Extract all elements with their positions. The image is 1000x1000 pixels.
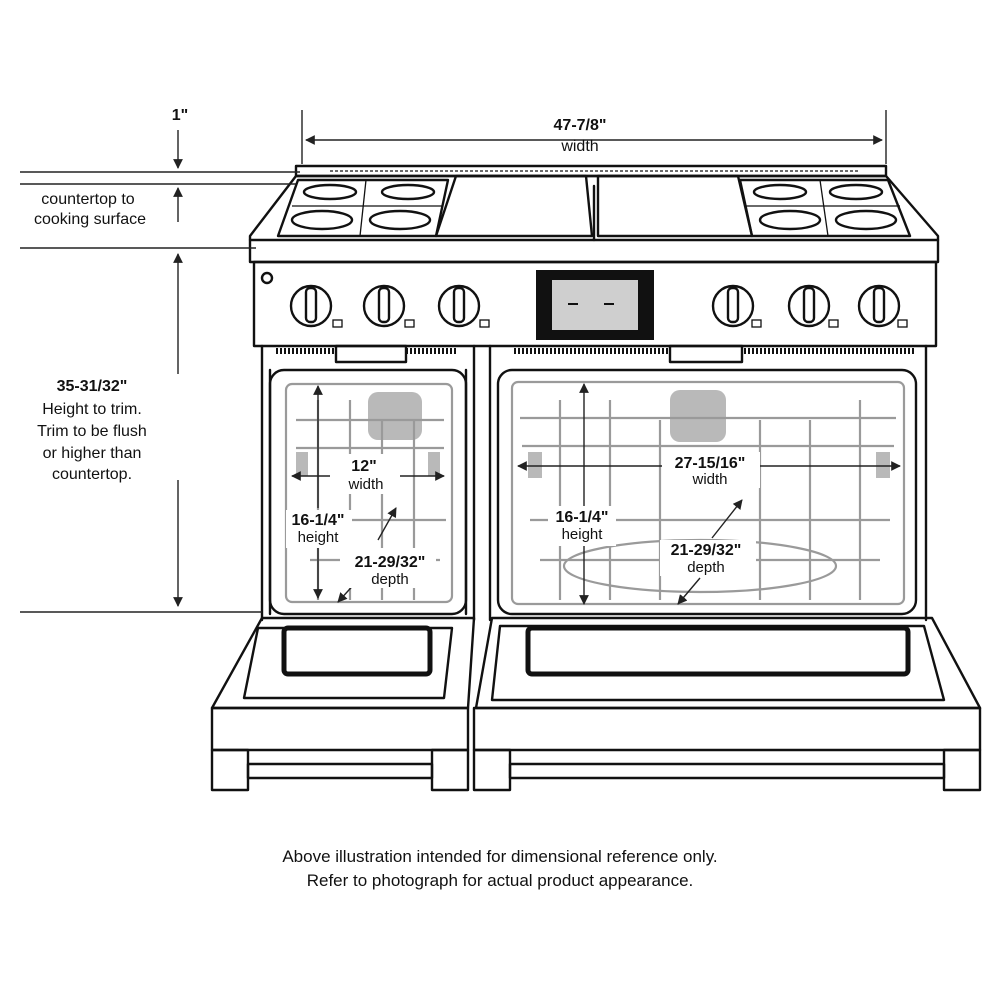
small-oven-height-label: height — [298, 529, 340, 546]
control-knobs — [289, 284, 908, 328]
cooktop — [248, 164, 940, 264]
left-burner-grates — [276, 178, 450, 238]
height-to-trim-value: 35-31/32" — [57, 378, 128, 395]
height-to-trim-line4: countertop. — [52, 466, 132, 483]
oven-doors-open — [210, 616, 982, 710]
touch-display — [536, 270, 654, 340]
small-oven-depth-value: 21-29/32" — [355, 554, 426, 571]
countertop-label-line1: countertop to — [41, 191, 135, 208]
large-oven-cavity — [488, 344, 928, 622]
dimension-lines — [20, 110, 901, 613]
dimension-labels: 1" 47-7/8" width countertop to cooking s… — [34, 107, 745, 588]
griddle-plates — [434, 174, 754, 242]
large-oven-depth-value: 21-29/32" — [671, 542, 742, 559]
small-oven-width-value: 12" — [351, 458, 376, 475]
large-oven-width-label: width — [691, 471, 727, 488]
footnote-line1: Above illustration intended for dimensio… — [282, 847, 718, 866]
large-oven-depth-label: depth — [687, 559, 725, 576]
overall-width-label: width — [560, 138, 598, 155]
right-burner-grates — [738, 178, 912, 238]
small-oven-width-label: width — [347, 476, 383, 493]
range-illustration — [210, 164, 982, 792]
height-to-trim-line2: Trim to be flush — [37, 423, 147, 440]
height-to-trim-line3: or higher than — [43, 445, 142, 462]
large-oven-width-value: 27-15/16" — [675, 455, 746, 472]
footnote-line2: Refer to photograph for actual product a… — [306, 871, 694, 890]
control-panel — [252, 260, 938, 364]
large-oven-height-label: height — [562, 526, 604, 543]
small-oven-height-value: 16-1/4" — [292, 512, 345, 529]
top-gap-value: 1" — [172, 107, 188, 124]
brand-logo-icon — [260, 271, 274, 285]
countertop-label-line2: cooking surface — [34, 211, 146, 228]
large-oven-height-value: 16-1/4" — [556, 509, 609, 526]
height-to-trim-line1: Height to trim. — [42, 401, 142, 418]
label-backdrops — [286, 452, 760, 588]
small-oven-depth-label: depth — [371, 571, 409, 588]
overall-width-value: 47-7/8" — [554, 117, 607, 134]
range-base — [210, 706, 982, 792]
panel-vents — [276, 344, 916, 364]
